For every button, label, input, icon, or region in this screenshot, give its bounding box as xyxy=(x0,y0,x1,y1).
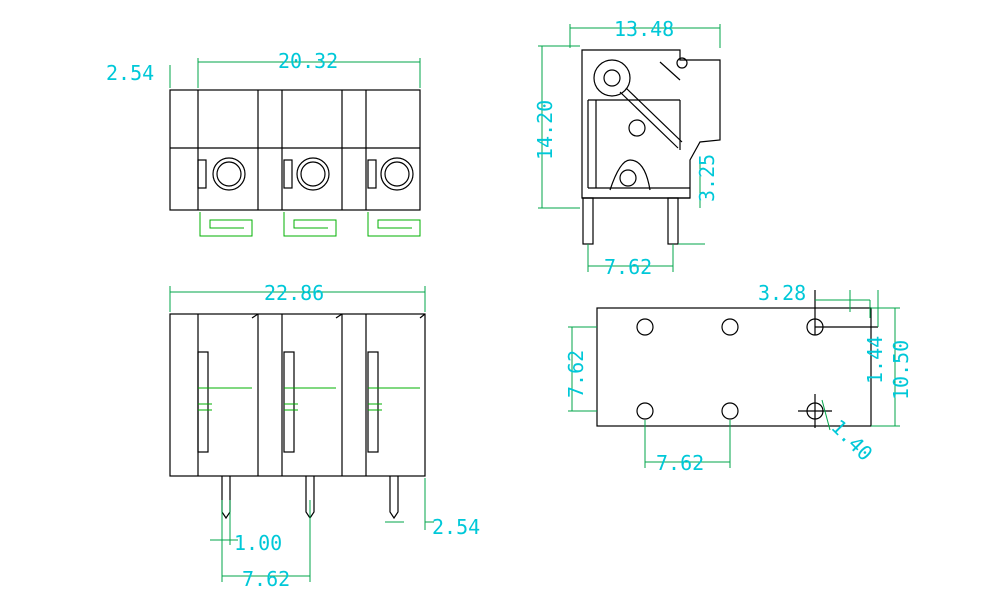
front-pin-2 xyxy=(305,476,315,582)
pcb-hole-dia-label: 1.40 xyxy=(826,415,877,466)
pcb-hole-4 xyxy=(636,402,654,420)
front-pin-3 xyxy=(389,476,399,520)
pcb-offset-label: 3.28 xyxy=(758,281,806,305)
front-view: 22.86 1.00 7.62 2.54 xyxy=(169,281,480,591)
pcb-hole-1 xyxy=(636,318,654,336)
side-view: 13.48 14.20 3.25 7.62 xyxy=(533,17,721,279)
pcb-layout: 3.28 7.62 7.62 1.44 10.50 1.40 xyxy=(564,281,913,475)
side-height-label: 14.20 xyxy=(533,100,557,160)
front-pin-1 xyxy=(221,476,231,582)
front-slot-2 xyxy=(283,351,336,453)
terminal-2 xyxy=(283,157,337,237)
front-pin-spacing-label: 7.62 xyxy=(242,567,290,591)
side-pin-left xyxy=(582,197,594,272)
side-width-label: 13.48 xyxy=(614,17,674,41)
pcb-hole-2 xyxy=(721,318,739,336)
pcb-row-spacing-label: 7.62 xyxy=(564,350,588,398)
top-view: 2.54 20.32 xyxy=(106,49,421,237)
pcb-col-spacing-label: 7.62 xyxy=(656,451,704,475)
front-slot-3 xyxy=(367,351,420,453)
side-pin-label: 3.25 xyxy=(695,154,719,202)
side-pin-spacing-label: 7.62 xyxy=(604,255,652,279)
pcb-hole-5 xyxy=(721,402,739,420)
front-pin-length-label: 2.54 xyxy=(432,515,480,539)
front-pin-dia-label: 1.00 xyxy=(234,531,282,555)
top-pitch-label: 2.54 xyxy=(106,61,154,85)
pcb-edge-label: 1.44 xyxy=(863,336,887,384)
top-width-label: 20.32 xyxy=(278,49,338,73)
front-slot-1 xyxy=(197,351,252,453)
front-width-label: 22.86 xyxy=(264,281,324,305)
pcb-depth-label: 10.50 xyxy=(889,340,913,400)
terminal-1 xyxy=(197,157,253,237)
terminal-3 xyxy=(367,157,421,237)
side-pin-right xyxy=(667,197,705,272)
